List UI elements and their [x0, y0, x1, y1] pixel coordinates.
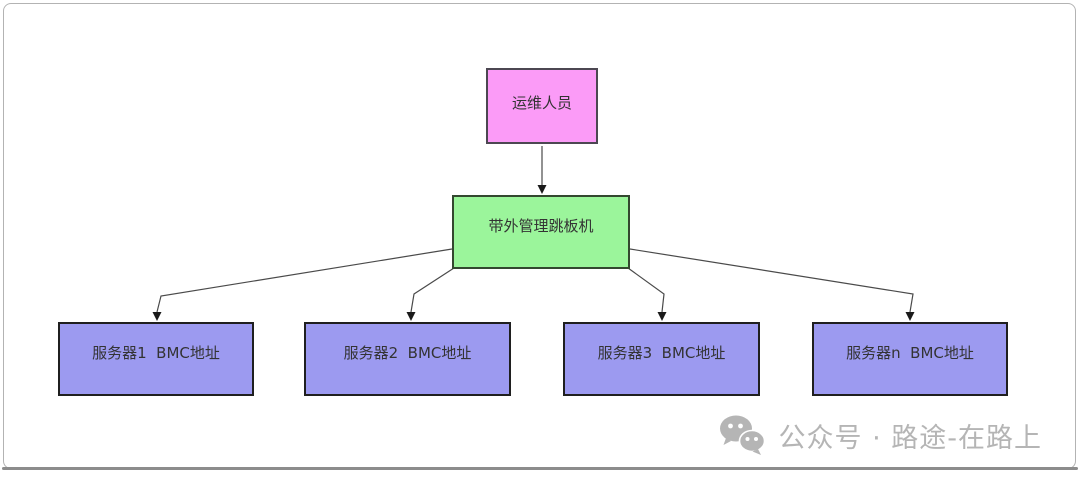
edge-jumphost-server2: [406, 267, 455, 321]
edge-jumphost-servern: [629, 248, 915, 321]
node-jumphost-label: 带外管理跳板机: [488, 216, 594, 235]
node-operator: 运维人员: [486, 68, 598, 144]
node-server2-label: 服务器2 BMC地址: [343, 343, 472, 362]
node-jumphost: 带外管理跳板机: [452, 195, 630, 269]
edge-operator-jumphost: [537, 146, 547, 194]
node-server2: 服务器2 BMC地址: [304, 322, 511, 396]
node-server1: 服务器1 BMC地址: [58, 322, 254, 396]
node-servern-label: 服务器n BMC地址: [846, 343, 974, 362]
node-servern: 服务器n BMC地址: [812, 322, 1008, 396]
node-operator-label: 运维人员: [511, 93, 572, 112]
wechat-icon: [719, 415, 765, 455]
node-server3: 服务器3 BMC地址: [563, 322, 760, 396]
edge-jumphost-server3: [627, 267, 667, 321]
watermark-label: 公众号 · 路途-在路上: [778, 422, 1042, 454]
edge-jumphost-server1: [152, 248, 453, 321]
outer-frame-bottom: [2, 467, 1078, 470]
node-server3-label: 服务器3 BMC地址: [597, 343, 726, 362]
node-server1-label: 服务器1 BMC地址: [92, 343, 220, 362]
watermark: 公众号 · 路途-在路上: [717, 414, 1043, 456]
